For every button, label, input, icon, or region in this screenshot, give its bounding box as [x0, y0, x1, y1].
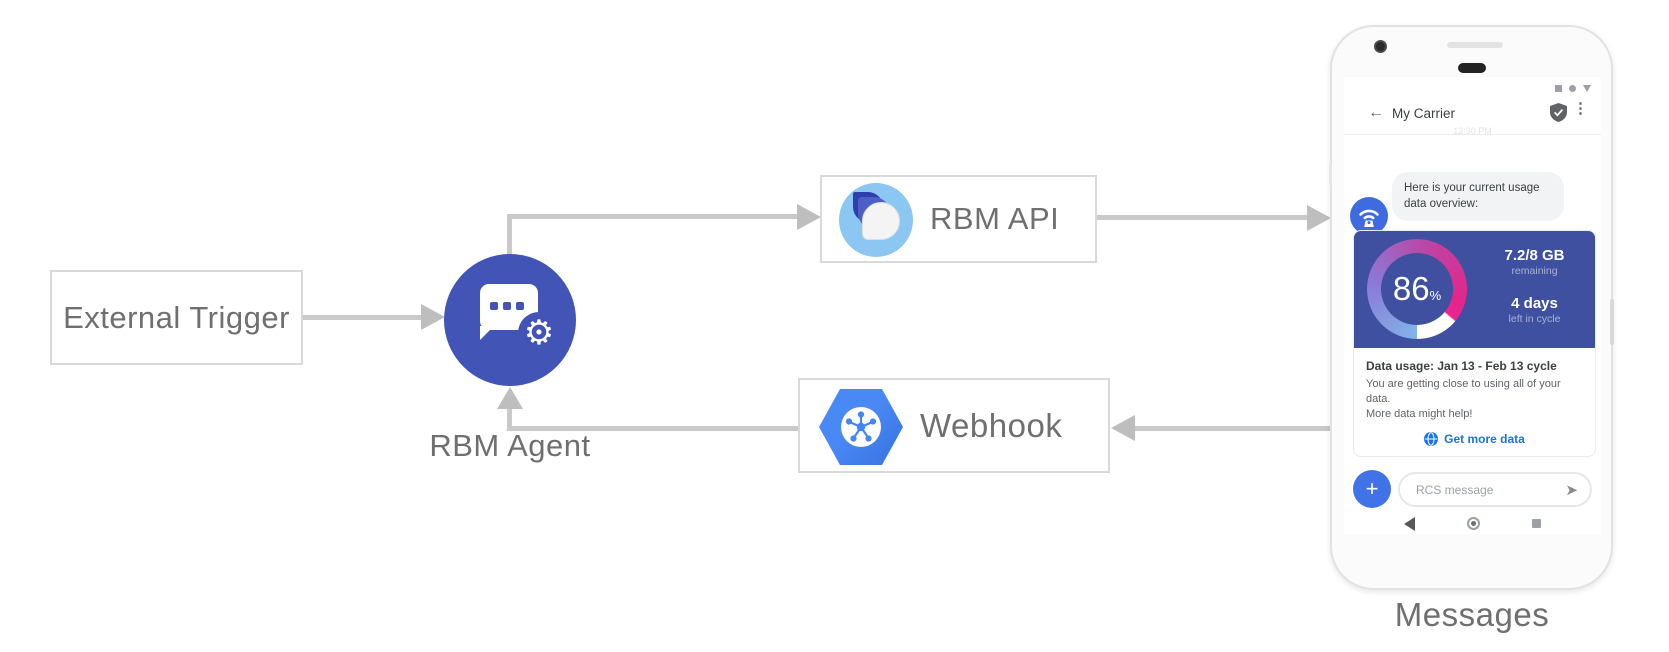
days-label: left in cycle — [1508, 313, 1561, 325]
gear-icon: ⚙ — [523, 313, 555, 353]
remaining-value: 7.2/8 GB — [1504, 247, 1565, 264]
get-more-data-button[interactable]: Get more data — [1366, 431, 1583, 446]
usage-percent-value: 86 — [1392, 270, 1430, 307]
chat-timestamp: 12:30 PM — [1453, 126, 1492, 136]
arrowhead-webhook-to-agent — [497, 387, 523, 409]
send-icon[interactable]: ➤ — [1565, 480, 1578, 499]
rbm-agent-node: ⚙ — [444, 254, 576, 386]
arrow-phone-to-webhook — [1135, 426, 1330, 431]
messages-label-wrap: Messages — [1372, 596, 1572, 634]
usage-percent: 86% — [1367, 239, 1467, 339]
agent-message-bubble: Here is your current usage data overview… — [1392, 172, 1564, 222]
arrow-agent-to-api-vertical — [507, 216, 512, 258]
get-more-data-label: Get more data — [1444, 431, 1525, 446]
front-camera — [1374, 40, 1387, 53]
messages-label: Messages — [1394, 596, 1550, 633]
external-trigger-node: External Trigger — [50, 270, 303, 365]
days-value: 4 days — [1511, 295, 1558, 312]
plus-icon: + — [1365, 476, 1379, 501]
verified-shield-icon — [1550, 103, 1567, 127]
phone-mockup: ← My Carrier ⋮ 12:30 PM — [1329, 25, 1614, 590]
back-arrow-icon[interactable]: ← — [1368, 104, 1384, 121]
arrowhead-agent-to-api — [797, 204, 821, 230]
logo-drop-light — [862, 202, 900, 240]
conversation-title: My Carrier — [1392, 106, 1455, 121]
external-trigger-label: External Trigger — [63, 299, 290, 335]
usage-rich-card: 86% 7.2/8 GB remaining 4 days left in cy… — [1353, 230, 1596, 457]
rbm-api-node: RBM API — [820, 175, 1097, 263]
arrowhead-trigger-to-agent — [421, 304, 445, 330]
remaining-label: remaining — [1511, 265, 1558, 277]
usage-gauge-panel: 86% 7.2/8 GB remaining 4 days left in cy… — [1354, 231, 1595, 348]
arrow-webhook-to-agent-horizontal — [507, 426, 798, 431]
usage-details-title: Data usage: Jan 13 - Feb 13 cycle — [1366, 359, 1557, 373]
earpiece — [1458, 63, 1486, 73]
speaker-slot — [1447, 42, 1503, 48]
webhook-node: Webhook — [798, 378, 1110, 473]
arrowhead-api-to-phone — [1307, 205, 1331, 231]
usage-details-line2: More data might help! — [1366, 407, 1473, 420]
status-square-icon — [1555, 85, 1562, 92]
sim-tray — [1329, 163, 1332, 185]
globe-icon — [1424, 431, 1439, 446]
usage-details-line1: You are getting close to using all of yo… — [1366, 378, 1561, 405]
rbm-agent-label-wrap: RBM Agent — [410, 428, 610, 464]
nav-back-icon[interactable] — [1404, 516, 1415, 531]
attach-plus-button[interactable]: + — [1353, 470, 1391, 508]
status-triangle-icon — [1583, 85, 1591, 92]
webhook-label: Webhook — [920, 406, 1063, 444]
overflow-menu-icon[interactable]: ⋮ — [1573, 100, 1588, 117]
webhook-hexagon-icon — [819, 389, 903, 465]
phone-screen: ← My Carrier ⋮ 12:30 PM — [1344, 77, 1601, 534]
rbm-api-logo-icon — [839, 183, 913, 257]
usage-percent-unit: % — [1429, 287, 1442, 303]
usage-details-panel: Data usage: Jan 13 - Feb 13 cycle You ar… — [1354, 348, 1595, 456]
arrow-agent-to-api-horizontal — [507, 214, 800, 219]
rbm-agent-label: RBM Agent — [429, 428, 591, 463]
nav-home-icon[interactable] — [1467, 517, 1480, 530]
android-nav-bar — [1344, 513, 1601, 534]
arrow-api-to-phone — [1097, 215, 1309, 220]
arrow-webhook-to-agent-vertical — [507, 408, 512, 430]
arrow-trigger-to-agent — [303, 315, 423, 320]
agent-avatar — [1350, 197, 1388, 235]
typing-dots-icon — [490, 302, 524, 310]
usage-stats: 7.2/8 GB remaining 4 days left in cycle — [1482, 247, 1587, 325]
hub-spoke-icon — [841, 407, 881, 447]
usage-donut-gauge: 86% — [1367, 239, 1467, 339]
carrier-antenna-icon — [1350, 197, 1388, 235]
power-button — [1610, 299, 1614, 345]
status-circle-icon — [1569, 85, 1576, 92]
usage-details-body: You are getting close to using all of yo… — [1366, 377, 1583, 422]
rbm-api-label: RBM API — [930, 201, 1060, 236]
app-bar: ← My Carrier ⋮ — [1344, 77, 1601, 135]
rcs-message-input[interactable] — [1414, 481, 1566, 498]
gear-icon-backing: ⚙ — [518, 312, 560, 354]
status-icons — [1555, 85, 1591, 92]
arrowhead-phone-to-webhook — [1111, 415, 1135, 441]
nav-recents-icon[interactable] — [1532, 519, 1541, 528]
message-input-pill: ➤ — [1398, 472, 1592, 507]
